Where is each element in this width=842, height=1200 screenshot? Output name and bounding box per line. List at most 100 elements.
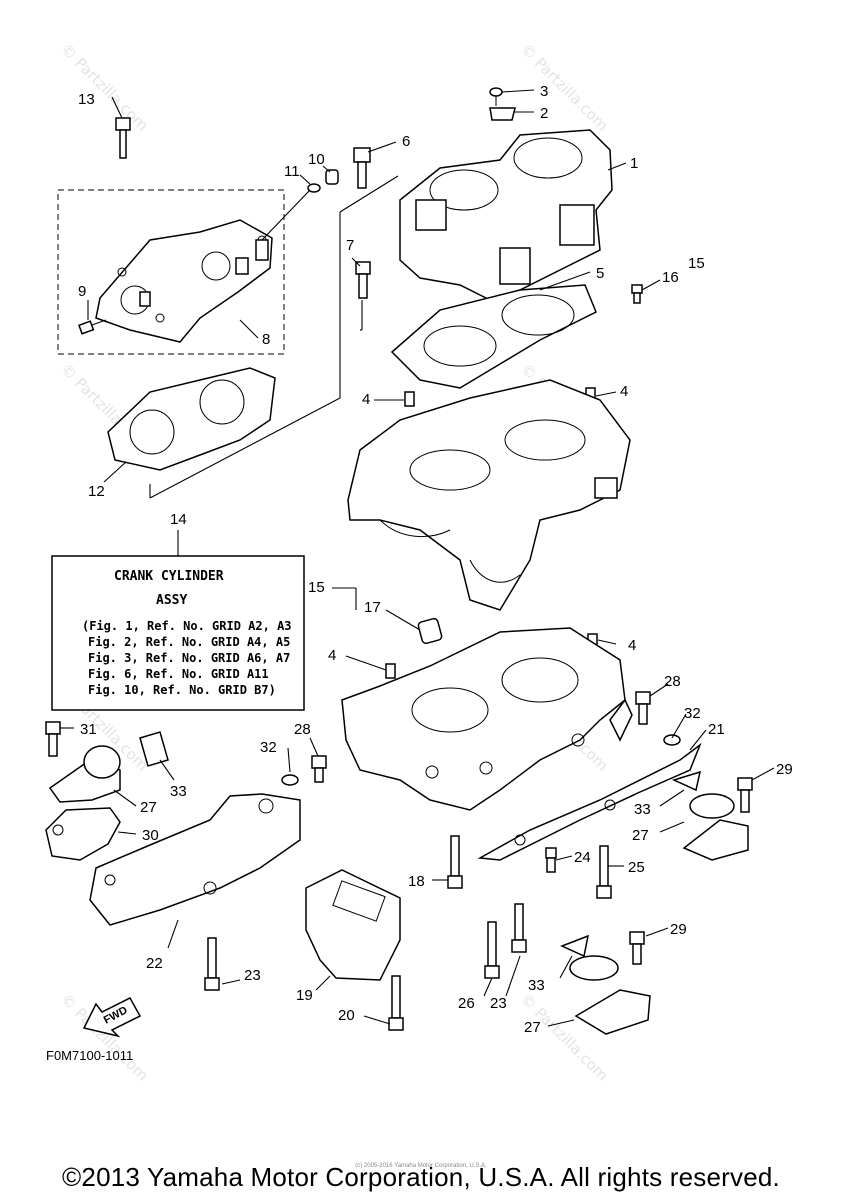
- assy-ref-line: Fig. 2, Ref. No. GRID A4, A5: [88, 635, 290, 649]
- cylinder-head-8: [95, 219, 273, 343]
- callout-5: 5: [596, 265, 604, 282]
- callout-4: 4: [620, 383, 628, 400]
- bushing-17: [417, 617, 443, 645]
- callout-29: 29: [670, 921, 687, 938]
- bolt-24: [545, 847, 557, 873]
- dowel-pin-4: [385, 663, 396, 679]
- parts-diagram: © Partzilla.com © Partzilla.com © Partzi…: [45, 40, 793, 1085]
- bolt-23: [204, 937, 220, 991]
- callout-30: 30: [142, 827, 159, 844]
- assy-ref-line: (Fig. 1, Ref. No. GRID A2, A3: [82, 619, 292, 633]
- washer-32: [281, 774, 299, 786]
- callout-28: 28: [294, 721, 311, 738]
- callout-17: 17: [364, 599, 381, 616]
- bolt-6: [353, 147, 371, 189]
- callout-33: 33: [170, 783, 187, 800]
- callout-33: 33: [634, 801, 651, 818]
- callout-25: 25: [628, 859, 645, 876]
- washer-11: [307, 183, 321, 193]
- base-gasket-5: [390, 284, 597, 389]
- callout-23: 23: [490, 995, 507, 1012]
- callout-20: 20: [338, 1007, 355, 1024]
- callout-15: 15: [308, 579, 325, 596]
- watermark-text: © Partzilla.com: [57, 40, 152, 135]
- washer-32: [663, 734, 681, 746]
- bolt-28: [311, 755, 327, 783]
- callout-26: 26: [458, 995, 475, 1012]
- assy-ref-line: Fig. 6, Ref. No. GRID A11: [88, 667, 269, 681]
- bolt-25: [596, 845, 612, 899]
- figure-code: F0M7100-1011: [46, 1048, 134, 1063]
- callout-27: 27: [632, 827, 649, 844]
- copyright-notice: ©2013 Yamaha Motor Corporation, U.S.A. A…: [62, 1162, 780, 1192]
- engine-bracket-22: [89, 793, 301, 926]
- engine-mount-27: [48, 745, 121, 803]
- dowel-pin-4: [404, 391, 415, 407]
- callout-14: 14: [170, 511, 187, 528]
- watermark-text: © Partzilla.com: [57, 990, 152, 1085]
- bolt-9: [78, 319, 107, 335]
- fwd-arrow-icon: FWD: [82, 997, 142, 1038]
- assy-ref-line: Fig. 3, Ref. No. GRID A6, A7: [88, 651, 290, 665]
- callout-28: 28: [664, 673, 681, 690]
- bolt-18: [447, 835, 463, 889]
- callout-labels: 13 3 2 6 10 11 1 7 5 15 16 9 8 4 4 12 14…: [78, 83, 793, 1036]
- plug-10: [325, 169, 339, 185]
- assy-title-line1: CRANK CYLINDER: [114, 569, 224, 584]
- engine-bracket-21: [477, 698, 702, 861]
- callout-29: 29: [776, 761, 793, 778]
- callout-27: 27: [524, 1019, 541, 1036]
- callout-22: 22: [146, 955, 163, 972]
- upper-crankcase: [347, 379, 631, 611]
- callout-12: 12: [88, 483, 105, 500]
- bolt-23: [511, 903, 527, 953]
- callout-32: 32: [260, 739, 277, 756]
- assy-ref-line: Fig. 10, Ref. No. GRID B7): [88, 683, 276, 697]
- bolt-29: [629, 931, 645, 965]
- bolt-7: [355, 261, 371, 299]
- callout-21: 21: [708, 721, 725, 738]
- plate-30: [45, 807, 121, 861]
- cylinder-1: [399, 129, 613, 301]
- callout-4: 4: [362, 391, 370, 408]
- callout-1: 1: [630, 155, 638, 172]
- engine-mount-19: [305, 869, 401, 981]
- callout-13: 13: [78, 91, 95, 108]
- callout-6: 6: [402, 133, 410, 150]
- callout-31: 31: [80, 721, 97, 738]
- bolt-26: [484, 921, 500, 979]
- head-gasket-12: [107, 367, 276, 471]
- callout-9: 9: [78, 283, 86, 300]
- bolt-13: [115, 117, 131, 159]
- cylinder-head-group-box: [57, 189, 285, 355]
- callout-3: 3: [540, 83, 548, 100]
- crank-cylinder-assy-box: CRANK CYLINDER ASSY (Fig. 1, Ref. No. GR…: [51, 555, 305, 711]
- callout-19: 19: [296, 987, 313, 1004]
- clamp-2: [489, 107, 516, 121]
- callout-33: 33: [528, 977, 545, 994]
- callout-11: 11: [284, 163, 300, 180]
- callout-15: 15: [688, 255, 705, 272]
- callout-7: 7: [346, 237, 354, 254]
- bolt-31: [45, 721, 61, 757]
- leader-lines: [60, 89, 775, 1027]
- callout-16: 16: [662, 269, 679, 286]
- callout-2: 2: [540, 105, 548, 122]
- callout-24: 24: [574, 849, 591, 866]
- callout-23: 23: [244, 967, 261, 984]
- bolt-16: [631, 284, 643, 304]
- callout-4: 4: [328, 647, 336, 664]
- assy-title-line2: ASSY: [156, 593, 187, 608]
- engine-mount-27: [569, 955, 651, 1035]
- lower-crankcase: [341, 627, 626, 811]
- plate-33: [671, 770, 702, 792]
- tiny-copyright: (c) 2005-2016 Yamaha Motor Corporation, …: [355, 1163, 487, 1169]
- engine-mount-27: [682, 793, 749, 861]
- bolt-29: [737, 777, 753, 813]
- callout-27: 27: [140, 799, 157, 816]
- plate-33: [139, 731, 169, 767]
- callout-4: 4: [628, 637, 636, 654]
- bolt-20: [388, 975, 404, 1031]
- callout-32: 32: [684, 705, 701, 722]
- callout-10: 10: [308, 151, 325, 168]
